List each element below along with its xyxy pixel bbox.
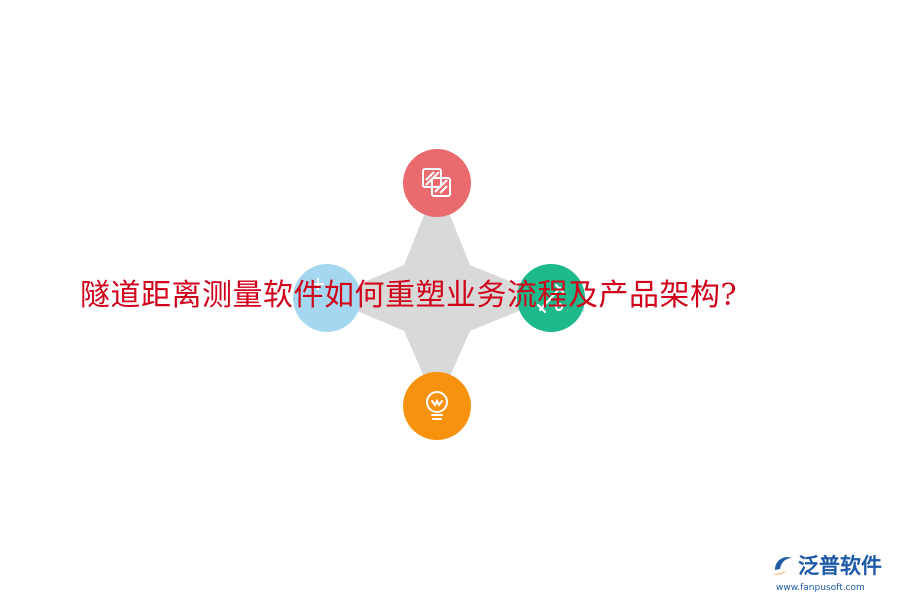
logo-name: 泛普软件 (798, 554, 882, 578)
bottom-node (403, 372, 471, 440)
logo-swoosh-blue (775, 557, 792, 570)
brand-logo[interactable]: 泛普软件 www.fanpusoft.com (770, 552, 892, 596)
bottom-node-circle (403, 372, 471, 440)
top-node-circle (403, 149, 471, 217)
unknown-icon (312, 278, 324, 290)
logo-mark-icon (773, 557, 792, 575)
star-shape (327, 183, 551, 406)
lightbulb-icon (426, 391, 448, 420)
tools-icon (536, 283, 565, 314)
logo-url: www.fanpusoft.com (776, 583, 865, 593)
page-title: 隧道距离测量软件如何重塑业务流程及产品架构? (80, 278, 738, 313)
right-node (517, 264, 585, 332)
left-node (293, 264, 361, 332)
left-node-circle (293, 264, 361, 332)
layers-icon (422, 168, 451, 197)
logo-swoosh-orange (773, 565, 792, 575)
top-node (403, 149, 471, 217)
